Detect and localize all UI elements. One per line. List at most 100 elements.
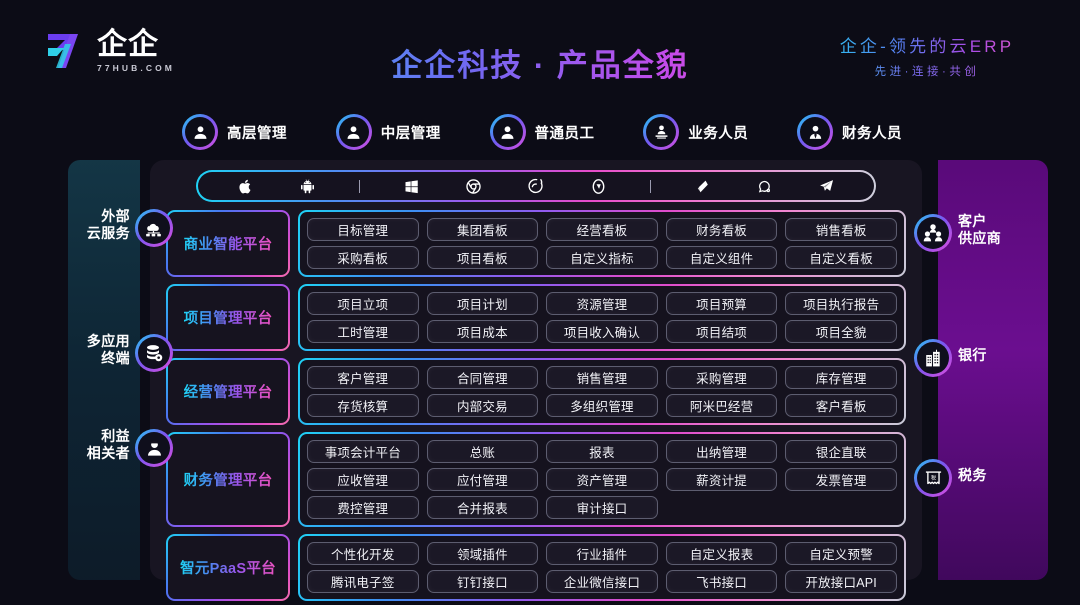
module-chip[interactable]: 应收管理 bbox=[307, 468, 419, 491]
brand-logo[interactable]: 企企 77HUB.COM bbox=[44, 29, 175, 73]
module-chip[interactable]: 多组织管理 bbox=[546, 394, 658, 417]
module-chip[interactable]: 合同管理 bbox=[426, 366, 539, 389]
right-side-badge-3[interactable]: 税 bbox=[914, 459, 952, 497]
module-chip[interactable]: 自定义指标 bbox=[546, 246, 658, 269]
module-chip[interactable]: 自定义组件 bbox=[665, 246, 778, 269]
module-chip[interactable]: 审计接口 bbox=[546, 496, 658, 519]
module-chip[interactable]: 存货核算 bbox=[307, 394, 419, 417]
logo-wordmark: 企企 bbox=[97, 29, 159, 61]
module-chip[interactable]: 销售看板 bbox=[785, 218, 897, 241]
module-chip[interactable]: 客户管理 bbox=[307, 366, 419, 389]
platform-label-text: 商业智能平台 bbox=[184, 233, 273, 254]
module-chip[interactable]: 个性化开发 bbox=[307, 542, 419, 565]
role-item-2[interactable]: 中层管理 bbox=[335, 114, 441, 150]
module-line: 客户管理合同管理销售管理采购管理库存管理 bbox=[307, 366, 897, 389]
platform-modules-inner: 目标管理集团看板经营看板财务看板销售看板采购看板项目看板自定义指标自定义组件自定… bbox=[300, 212, 904, 275]
windows-icon[interactable] bbox=[400, 176, 422, 196]
role-item-1[interactable]: 高层管理 bbox=[182, 114, 287, 150]
role-avatar-ring bbox=[797, 114, 833, 150]
module-chip[interactable]: 项目全貌 bbox=[785, 320, 897, 343]
module-line: 工时管理项目成本项目收入确认项目结项项目全貌 bbox=[307, 320, 897, 343]
module-chip[interactable]: 资源管理 bbox=[546, 292, 658, 315]
module-chip[interactable]: 事项会计平台 bbox=[307, 440, 419, 463]
platform-label-3[interactable]: 经营管理平台 bbox=[166, 358, 290, 425]
module-chip[interactable]: 企业微信接口 bbox=[546, 570, 658, 593]
module-chip[interactable]: 薪资计提 bbox=[665, 468, 778, 491]
module-chip[interactable]: 银企直联 bbox=[785, 440, 897, 463]
module-chip[interactable]: 自定义看板 bbox=[785, 246, 897, 269]
module-chip[interactable]: 出纳管理 bbox=[665, 440, 778, 463]
right-side-label-line1: 税务 bbox=[958, 467, 987, 483]
left-context-panel bbox=[68, 160, 140, 580]
firefox-icon[interactable] bbox=[525, 176, 547, 196]
role-item-3[interactable]: 普通员工 bbox=[489, 114, 595, 150]
module-chip[interactable]: 发票管理 bbox=[785, 468, 897, 491]
module-chip[interactable]: 总账 bbox=[426, 440, 539, 463]
right-side-badge-2[interactable] bbox=[914, 339, 952, 377]
wecom-icon[interactable] bbox=[691, 176, 713, 196]
module-chip[interactable]: 飞书接口 bbox=[665, 570, 778, 593]
svg-text:税: 税 bbox=[930, 474, 935, 481]
module-chip[interactable]: 应付管理 bbox=[426, 468, 539, 491]
left-side-badge-1[interactable] bbox=[135, 209, 173, 247]
module-chip[interactable]: 经营看板 bbox=[546, 218, 658, 241]
role-item-4[interactable]: 业务人员 bbox=[643, 114, 748, 150]
module-chip[interactable]: 客户看板 bbox=[785, 394, 897, 417]
module-chip[interactable]: 目标管理 bbox=[307, 218, 419, 241]
chrome-icon[interactable] bbox=[463, 176, 485, 196]
module-chip[interactable]: 库存管理 bbox=[785, 366, 897, 389]
qq-icon[interactable] bbox=[753, 176, 775, 196]
module-chip[interactable]: 自定义预警 bbox=[785, 542, 897, 565]
module-chip[interactable]: 合并报表 bbox=[426, 496, 539, 519]
left-side-label-line2: 云服务 bbox=[86, 225, 130, 242]
left-side-badge-3[interactable] bbox=[135, 429, 173, 467]
module-chip[interactable]: 内部交易 bbox=[426, 394, 539, 417]
module-chip[interactable]: 项目执行报告 bbox=[785, 292, 897, 315]
platform-label-2[interactable]: 项目管理平台 bbox=[166, 284, 290, 351]
module-chip[interactable]: 项目立项 bbox=[307, 292, 419, 315]
user-tie-icon bbox=[800, 117, 830, 147]
telegram-icon[interactable] bbox=[816, 176, 838, 196]
module-chip[interactable]: 报表 bbox=[546, 440, 658, 463]
module-chip[interactable]: 项目计划 bbox=[426, 292, 539, 315]
right-side-badge-1[interactable] bbox=[914, 214, 952, 252]
right-side-label-line1: 客户 bbox=[958, 213, 987, 229]
platform-label-4[interactable]: 财务管理平台 bbox=[166, 432, 290, 527]
module-chip[interactable]: 项目成本 bbox=[426, 320, 539, 343]
module-chip[interactable]: 开放接口API bbox=[785, 570, 897, 593]
role-label: 业务人员 bbox=[688, 125, 749, 142]
module-chip[interactable]: 腾讯电子签 bbox=[307, 570, 419, 593]
left-side-badge-2[interactable] bbox=[135, 334, 173, 372]
role-avatar-ring bbox=[489, 114, 526, 150]
module-chip[interactable]: 销售管理 bbox=[546, 366, 658, 389]
platform-modules-5: 个性化开发领域插件行业插件自定义报表自定义预警腾讯电子签钉钉接口企业微信接口飞书… bbox=[298, 534, 906, 601]
left-side-label-line2: 终端 bbox=[101, 350, 130, 367]
platform-label-1[interactable]: 商业智能平台 bbox=[166, 210, 290, 277]
module-chip[interactable]: 项目看板 bbox=[426, 246, 539, 269]
platform-modules-2: 项目立项项目计划资源管理项目预算项目执行报告工时管理项目成本项目收入确认项目结项… bbox=[298, 284, 906, 351]
module-chip[interactable]: 项目收入确认 bbox=[546, 320, 658, 343]
platform-label-5[interactable]: 智元PaaS平台 bbox=[166, 534, 290, 601]
stakeholder-icon bbox=[138, 432, 170, 464]
safari-icon[interactable] bbox=[587, 176, 609, 196]
module-chip[interactable]: 项目结项 bbox=[665, 320, 778, 343]
module-chip[interactable]: 采购看板 bbox=[307, 246, 419, 269]
module-chip[interactable]: 阿米巴经营 bbox=[665, 394, 778, 417]
module-chip[interactable]: 工时管理 bbox=[307, 320, 419, 343]
module-chip[interactable]: 费控管理 bbox=[307, 496, 419, 519]
module-chip[interactable]: 行业插件 bbox=[546, 542, 658, 565]
module-chip[interactable]: 采购管理 bbox=[665, 366, 778, 389]
module-chip[interactable]: 集团看板 bbox=[426, 218, 539, 241]
android-icon[interactable] bbox=[297, 176, 319, 196]
device-platform-bar-inner bbox=[198, 172, 874, 200]
module-chip[interactable]: 领域插件 bbox=[426, 542, 539, 565]
role-item-5[interactable]: 财务人员 bbox=[797, 114, 902, 150]
module-chip[interactable]: 自定义报表 bbox=[665, 542, 778, 565]
module-chip[interactable]: 钉钉接口 bbox=[426, 570, 539, 593]
apple-icon[interactable] bbox=[234, 176, 256, 196]
module-chip[interactable]: 财务看板 bbox=[665, 218, 778, 241]
right-side-label-3: 税务 bbox=[958, 467, 1068, 484]
module-chip[interactable]: 项目预算 bbox=[665, 292, 778, 315]
module-chip[interactable]: 资产管理 bbox=[546, 468, 658, 491]
role-avatar-ring bbox=[335, 114, 372, 150]
